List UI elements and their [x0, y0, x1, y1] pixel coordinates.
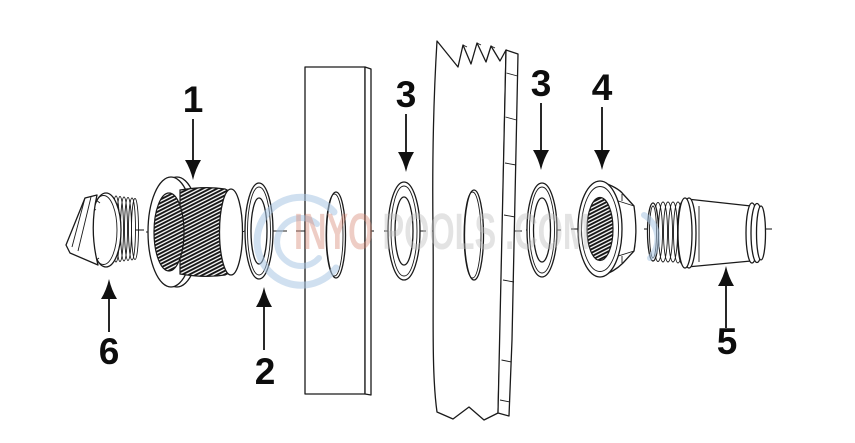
callout-3-left: 3	[396, 74, 417, 172]
callout-6: 6	[99, 279, 120, 372]
callout-3-right-label: 3	[531, 63, 552, 104]
callout-4-label: 4	[592, 67, 613, 108]
part-4-lock-nut	[577, 180, 637, 278]
wall-edge-band	[497, 49, 519, 417]
torn-edge-facets	[462, 42, 496, 49]
callout-2: 2	[255, 287, 276, 392]
watermark-text: INYO POOLS .COM	[294, 203, 590, 260]
part-3-gasket-right	[526, 182, 558, 278]
callout-5-arrow	[718, 266, 734, 286]
callout-3-right: 3	[531, 63, 552, 170]
pool-wall-section	[432, 40, 519, 421]
callout-4-arrow	[594, 150, 610, 170]
callout-1: 1	[183, 79, 204, 180]
callout-6-label: 6	[99, 331, 120, 372]
part-6-directional-plug	[65, 192, 139, 268]
watermark-name: POOLS	[382, 203, 496, 260]
callout-6-arrow	[101, 279, 117, 299]
watermark-swirl-inner	[274, 215, 322, 269]
watermark-swirl-outer	[253, 193, 340, 289]
watermark: INYO POOLS .COM	[253, 193, 661, 289]
callout-3-left-arrow	[398, 152, 414, 172]
mounting-plate	[304, 66, 372, 396]
wall-band-dividers	[499, 72, 518, 403]
callout-1-arrow	[185, 160, 201, 180]
watermark-tld: .COM	[505, 203, 590, 260]
callout-3-right-arrow	[533, 150, 549, 170]
part-1-threaded-bushing	[147, 176, 244, 288]
watermark-swirl-right	[641, 212, 661, 261]
watermark-brand: INYO	[294, 203, 373, 260]
callout-2-label: 2	[255, 351, 276, 392]
callout-5-label: 5	[717, 321, 738, 362]
callout-3-left-label: 3	[396, 74, 417, 115]
callout-5: 5	[717, 266, 738, 362]
callout-4: 4	[592, 67, 613, 170]
callout-1-label: 1	[183, 79, 204, 120]
part-3-gasket-left	[387, 181, 421, 281]
part-5-hose-adapter	[646, 197, 767, 269]
callout-2-arrow	[256, 287, 272, 307]
